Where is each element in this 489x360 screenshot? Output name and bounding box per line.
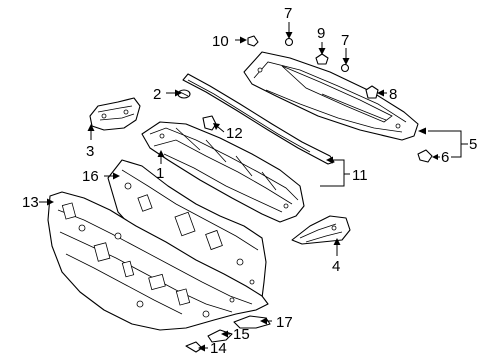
callout-1: 1 (156, 165, 164, 182)
clip-part-6 (417, 149, 433, 163)
callout-13: 13 (22, 194, 39, 211)
callout-15: 15 (233, 326, 250, 343)
callout-16: 16 (82, 168, 99, 185)
callout-5: 5 (469, 136, 477, 153)
right-bracket-part (291, 215, 351, 245)
callout-12: 12 (226, 125, 243, 142)
clip-part-14 (185, 341, 203, 353)
clip-part-8 (365, 85, 379, 99)
clip-part-10 (247, 35, 259, 47)
clip-part-9 (315, 53, 329, 65)
clip-part-12 (202, 115, 217, 131)
callout-labels: 1 2 3 4 5 6 7 7 8 9 10 11 12 13 14 15 16… (22, 5, 477, 357)
cowl-panel-part (141, 121, 305, 223)
callout-7a: 7 (284, 5, 292, 22)
callout-8: 8 (389, 86, 397, 103)
callout-4: 4 (332, 258, 340, 275)
callout-2: 2 (153, 86, 161, 103)
inner-dash-panel-part (107, 159, 267, 301)
callout-10: 10 (212, 33, 229, 50)
callout-3: 3 (86, 143, 94, 160)
clip-part-2 (177, 89, 191, 99)
leader-lines (39, 22, 468, 352)
callout-9: 9 (317, 25, 325, 42)
left-bracket-part (89, 97, 141, 131)
callout-14: 14 (210, 340, 227, 357)
callout-11: 11 (352, 167, 368, 184)
callout-6: 6 (441, 149, 449, 166)
callout-17: 17 (276, 314, 293, 331)
callout-7b: 7 (341, 32, 349, 49)
bolt-part-7b (340, 63, 350, 73)
dash-panel-part (47, 191, 269, 331)
bolt-part-7a (284, 37, 294, 47)
cowl-louver-part (243, 51, 419, 141)
pad-part-17 (233, 315, 271, 329)
